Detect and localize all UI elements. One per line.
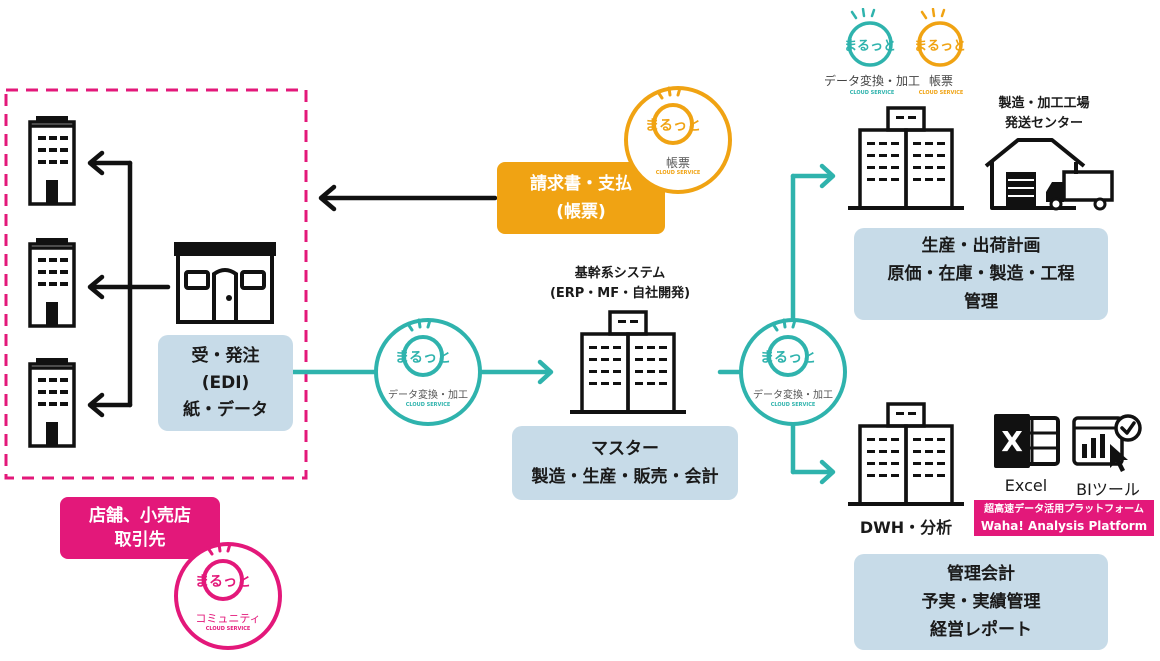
cloud-service-label: CLOUD SERVICE bbox=[918, 90, 964, 96]
excel-label: Excel bbox=[1004, 476, 1048, 495]
mgmt-line-2: 予実・実績管理 bbox=[921, 592, 1041, 612]
cloud-service-label: CLOUD SERVICE bbox=[405, 402, 451, 408]
conversion-label: データ変換・加工 bbox=[388, 390, 468, 401]
svg-text:X: X bbox=[1001, 425, 1023, 458]
community-label: コミュニティ bbox=[195, 612, 261, 625]
factory-caption-line-1: 製造・加工工場 bbox=[998, 96, 1090, 111]
dwh-caption: DWH・分析 bbox=[859, 518, 953, 537]
mgmt-line-1: 管理会計 bbox=[947, 564, 1015, 584]
forms-label: 帳票 bbox=[665, 156, 690, 170]
production-line-2: 原価・在庫・製造・工程 bbox=[887, 264, 1075, 284]
svg-text:まるっと: まるっと bbox=[195, 574, 251, 590]
community-badge: まるっと コミュニティ CLOUD SERVICE bbox=[172, 540, 284, 652]
svg-text:まるっと: まるっと bbox=[914, 39, 966, 54]
bi-label: BIツール bbox=[1076, 480, 1140, 499]
marutto-logo-icon: まるっと bbox=[174, 542, 282, 650]
forms-badge: まるっと 帳票 CLOUD SERVICE bbox=[622, 84, 734, 196]
marutto-logo-icon: まるっと bbox=[624, 86, 732, 194]
office-building-icon bbox=[570, 310, 686, 414]
waha-platform-banner: 超高速データ活用プラットフォーム Waha! Analysis Platform bbox=[974, 500, 1154, 536]
partners-dashed-frame bbox=[4, 88, 308, 480]
conversion-badge-input: まるっと データ変換・加工 CLOUD SERVICE bbox=[372, 316, 484, 428]
store-line-1: 店舗、小売店 bbox=[89, 506, 191, 526]
warehouse-truck-icon bbox=[984, 138, 1114, 211]
cloud-service-label: CLOUD SERVICE bbox=[770, 402, 816, 408]
svg-text:まるっと: まるっと bbox=[645, 118, 701, 134]
invoice-line-2: (帳票) bbox=[556, 202, 606, 222]
marutto-logo-icon: まるっと bbox=[914, 7, 966, 67]
production-plan-box: 生産・出荷計画 原価・在庫・製造・工程 管理 bbox=[854, 228, 1108, 320]
mgmt-line-3: 経営レポート bbox=[930, 620, 1032, 640]
small-conversion-label: データ変換・加工 bbox=[823, 74, 920, 88]
excel-icon: X bbox=[994, 414, 1060, 468]
core-system-caption: 基幹系システム (ERP・MF・自社開発) bbox=[520, 264, 720, 304]
conversion-badge-output: まるっと データ変換・加工 CLOUD SERVICE bbox=[737, 316, 849, 428]
small-forms-logo: まるっと 帳票 CLOUD SERVICE bbox=[908, 7, 974, 100]
marutto-logo-icon: まるっと bbox=[739, 318, 847, 426]
store-icon bbox=[174, 242, 276, 324]
store-line-2: 取引先 bbox=[114, 530, 166, 550]
production-line-1: 生産・出荷計画 bbox=[921, 236, 1041, 256]
edi-line-2: (EDI) bbox=[201, 372, 250, 393]
marutto-logo-icon: まるっと bbox=[374, 318, 482, 426]
cloud-service-label: CLOUD SERVICE bbox=[205, 626, 251, 632]
waha-line-2: Waha! Analysis Platform bbox=[980, 519, 1148, 533]
production-line-3: 管理 bbox=[964, 292, 998, 312]
store-to-partners-arrows bbox=[87, 150, 171, 418]
invoice-line-1: 請求書・支払 bbox=[530, 174, 632, 194]
factory-building-icon bbox=[848, 106, 964, 210]
svg-text:まるっと: まるっと bbox=[395, 350, 451, 366]
management-accounting-box: 管理会計 予実・実績管理 経営レポート bbox=[854, 554, 1108, 650]
invoice-arrow bbox=[318, 184, 498, 212]
store-partner-box: 店舗、小売店 取引先 bbox=[60, 497, 220, 559]
factory-caption: 製造・加工工場 発送センター bbox=[984, 94, 1104, 134]
bi-tool-icon bbox=[1072, 414, 1142, 472]
factory-caption-line-2: 発送センター bbox=[1004, 116, 1083, 131]
small-conversion-logo: まるっと データ変換・加工 CLOUD SERVICE bbox=[824, 7, 920, 100]
core-caption-line-1: 基幹系システム bbox=[574, 266, 666, 281]
cloud-service-label: CLOUD SERVICE bbox=[849, 90, 895, 96]
building-icon bbox=[28, 358, 76, 448]
building-icon bbox=[28, 116, 76, 206]
svg-text:まるっと: まるっと bbox=[760, 350, 816, 366]
small-forms-label: 帳票 bbox=[928, 74, 953, 88]
cloud-service-label: CLOUD SERVICE bbox=[655, 170, 701, 176]
master-line-2: 製造・生産・販売・会計 bbox=[531, 467, 719, 487]
master-line-1: マスター bbox=[591, 439, 659, 459]
edi-line-1: 受・発注 bbox=[191, 345, 260, 366]
conversion-label: データ変換・加工 bbox=[753, 390, 833, 401]
master-data-box: マスター 製造・生産・販売・会計 bbox=[512, 426, 738, 500]
marutto-logo-icon: まるっと bbox=[844, 7, 896, 67]
core-caption-line-2: (ERP・MF・自社開発) bbox=[549, 286, 691, 301]
edi-line-3: 紙・データ bbox=[183, 399, 268, 420]
waha-line-1: 超高速データ活用プラットフォーム bbox=[984, 504, 1144, 515]
building-icon bbox=[28, 238, 76, 328]
svg-text:まるっと: まるっと bbox=[844, 39, 896, 54]
edi-order-box: 受・発注 (EDI) 紙・データ bbox=[158, 335, 293, 431]
dwh-building-icon bbox=[848, 402, 964, 506]
